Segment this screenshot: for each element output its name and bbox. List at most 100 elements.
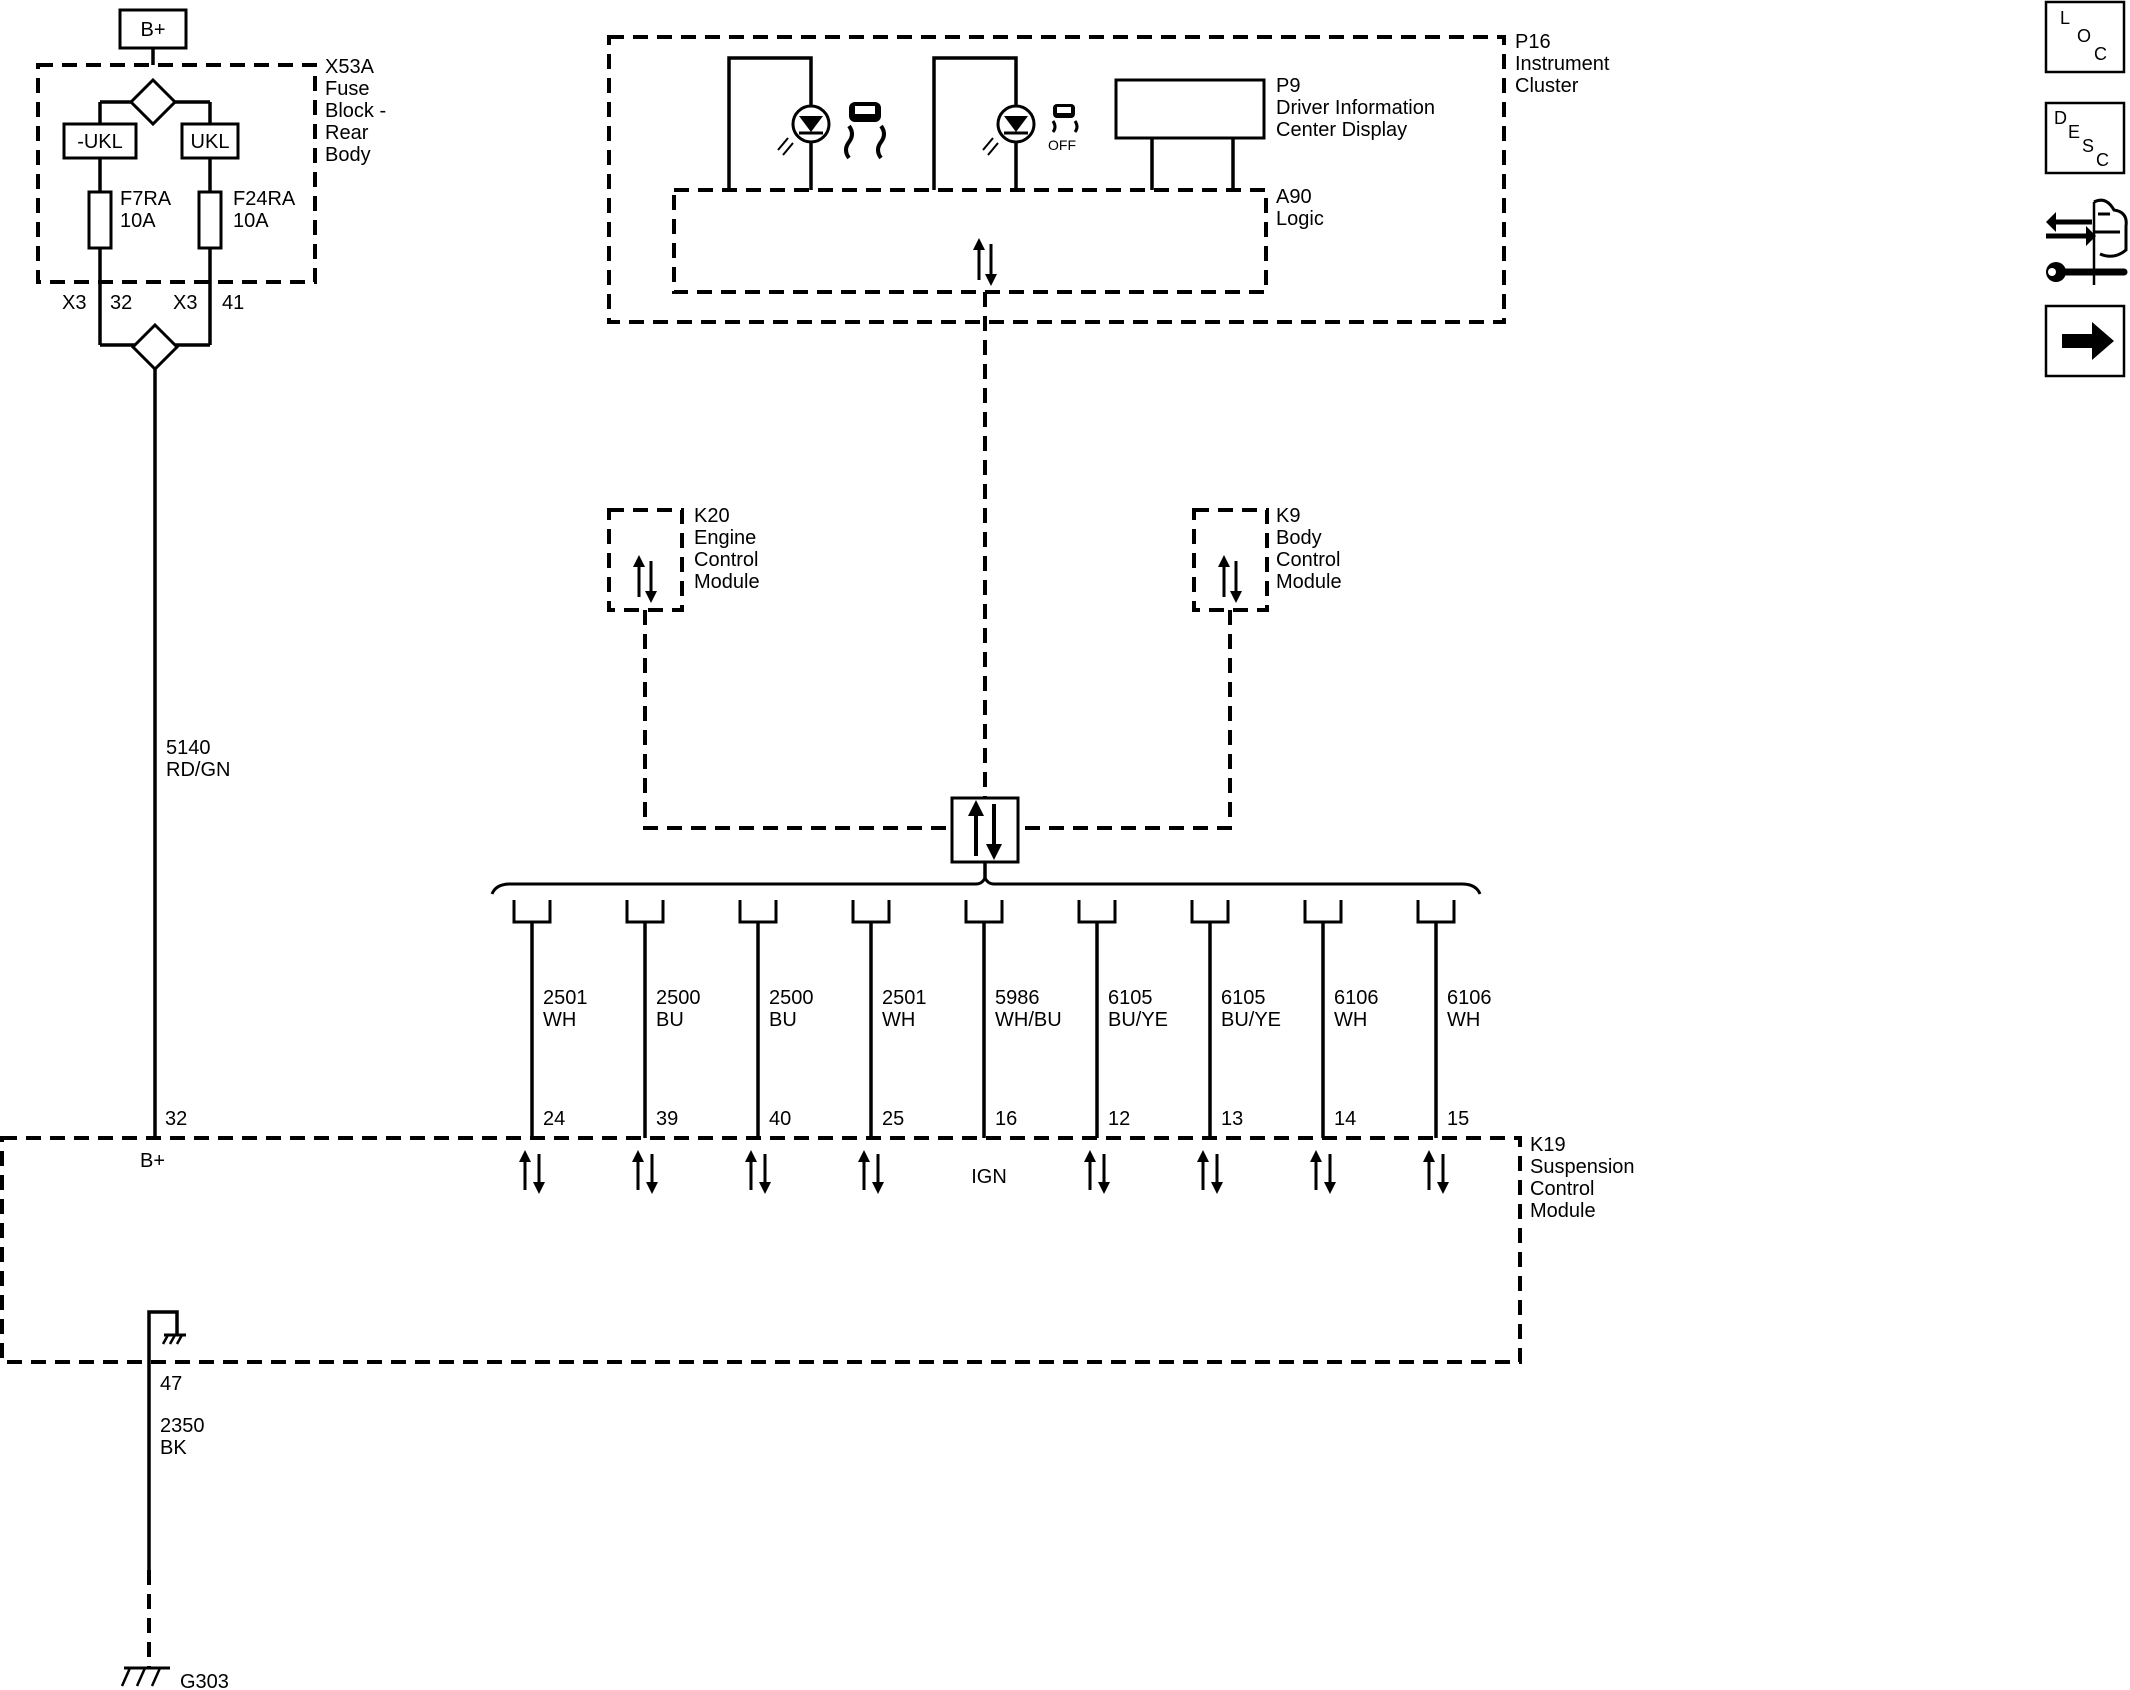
loc-letter-l: L: [2060, 8, 2070, 28]
bcm-data-arrows-icon: [1218, 555, 1242, 603]
ecm-name-1: Engine: [694, 527, 756, 549]
bus-wire-color: WH: [1334, 1009, 1367, 1031]
bus-connector-symbol: [738, 900, 778, 924]
ground-wire-color: BK: [160, 1437, 187, 1459]
bus-wire-circuit: 6106: [1334, 987, 1379, 1009]
fuse-f24ra-connector: X3: [173, 292, 197, 314]
bus-wire-circuit: 6105: [1221, 987, 1266, 1009]
bus-wire-color: WH: [543, 1009, 576, 1031]
scm-ign-label: IGN: [971, 1166, 1007, 1188]
bus-wire-color: WH: [1447, 1009, 1480, 1031]
scm-id: K19: [1530, 1134, 1566, 1156]
fuse-f7ra-connector: X3: [62, 292, 86, 314]
bus-wire-circuit: 5986: [995, 987, 1040, 1009]
bus-connector-symbol: [1303, 900, 1343, 924]
scm-data-arrows-icon: [632, 1150, 658, 1194]
bus-wire-pin: 16: [995, 1108, 1017, 1130]
driver-info-display-box: [1114, 78, 1266, 140]
bus-connector-symbol: [512, 900, 552, 924]
ground-g303-icon: [120, 1666, 170, 1687]
arrow-right-icon: [2062, 322, 2114, 360]
next-page-button[interactable]: [2044, 304, 2126, 378]
bus-wire-circuit: 2500: [769, 987, 814, 1009]
bus-connector-symbol: [1190, 900, 1230, 924]
ground-id: G303: [180, 1671, 229, 1690]
scm-data-arrows-icon: [1084, 1150, 1110, 1194]
ground-wire-circuit: 2350: [160, 1415, 205, 1437]
bus-wire-pin: 25: [882, 1108, 904, 1130]
scm-ground-pin: 47: [160, 1373, 182, 1395]
fuse-f7ra-symbol: [87, 190, 113, 250]
instrument-cluster-id: P16: [1515, 31, 1551, 53]
chassis-ground-icon: [161, 1333, 186, 1345]
bcm-id: K9: [1276, 505, 1300, 527]
desc-letter-s: S: [2082, 136, 2094, 156]
logic-name: Logic: [1276, 208, 1324, 230]
bus-connector-symbol: [1416, 900, 1456, 924]
bcm-outline: [1192, 508, 1269, 612]
traction-control-car-icon: [844, 102, 886, 160]
relay-right-box: [180, 122, 240, 160]
bus-wire-circuit: 6106: [1447, 987, 1492, 1009]
bus-wire-color: BU: [656, 1009, 684, 1031]
display-name-1: Driver Information: [1276, 97, 1435, 119]
location-button[interactable]: L O C: [2044, 0, 2126, 74]
scm-name-1: Suspension: [1530, 1156, 1635, 1178]
bus-connector-symbol: [964, 900, 1004, 924]
scm-data-arrows-icon: [519, 1150, 545, 1194]
relay-right-label: UKL: [191, 131, 230, 153]
loc-letter-o: O: [2077, 26, 2091, 46]
display-id: P9: [1276, 75, 1300, 97]
scm-name-3: Module: [1530, 1200, 1596, 1222]
fuse-f7ra-rating: 10A: [120, 210, 156, 232]
bcm-bus-line: [1018, 610, 1232, 830]
bus-wire-pin: 12: [1108, 1108, 1130, 1130]
bus-wire-pin: 15: [1447, 1108, 1469, 1130]
ecm-id: K20: [694, 505, 730, 527]
bus-connector-symbol: [625, 900, 665, 924]
bcm-name-3: Module: [1276, 571, 1342, 593]
display-name-2: Center Display: [1276, 119, 1407, 141]
scm-data-arrows-icon: [1423, 1150, 1449, 1194]
ecm-name-3: Module: [694, 571, 760, 593]
bus-wire-pin: 39: [656, 1108, 678, 1130]
scm-outline: [0, 1136, 1522, 1364]
fuse-block-outline: [36, 63, 317, 284]
bus-wire-pin: 40: [769, 1108, 791, 1130]
ecm-bus-line: [643, 610, 952, 830]
loc-letter-c: C: [2094, 44, 2107, 64]
gateway-box: [950, 796, 1020, 864]
fuse-f24ra-symbol: [197, 190, 223, 250]
bus-wire-pin: 24: [543, 1108, 565, 1130]
bus-wire-color: WH/BU: [995, 1009, 1062, 1031]
scm-power-label: B+: [140, 1150, 165, 1172]
scm-data-arrows-icon: [1197, 1150, 1223, 1194]
relay-left-label: -UKL: [77, 131, 123, 153]
feed-wire-circuit: 5140: [166, 737, 211, 759]
instrument-cluster-name-1: Instrument: [1515, 53, 1610, 75]
fuse-block-name-1: Fuse: [325, 78, 369, 100]
bcm-name-2: Control: [1276, 549, 1340, 571]
diagnostic-connector-wrench-icon[interactable]: [2046, 198, 2128, 285]
top-splice-diamond: [128, 77, 178, 127]
battery-positive-label: B+: [140, 19, 165, 41]
bus-wire-pin: 14: [1334, 1108, 1356, 1130]
ecm-outline: [607, 508, 684, 612]
bus-wire-color: BU/YE: [1108, 1009, 1168, 1031]
bottom-splice-diamond: [130, 322, 180, 372]
instrument-cluster-name-2: Cluster: [1515, 75, 1579, 97]
ecm-name-2: Control: [694, 549, 758, 571]
bus-wire-circuit: 2501: [882, 987, 927, 1009]
bus-wire-color: WH: [882, 1009, 915, 1031]
description-button[interactable]: D E S C: [2044, 101, 2126, 175]
desc-letter-d: D: [2054, 108, 2067, 128]
fuse-f24ra-rating: 10A: [233, 210, 269, 232]
bus-connector-symbol: [851, 900, 891, 924]
